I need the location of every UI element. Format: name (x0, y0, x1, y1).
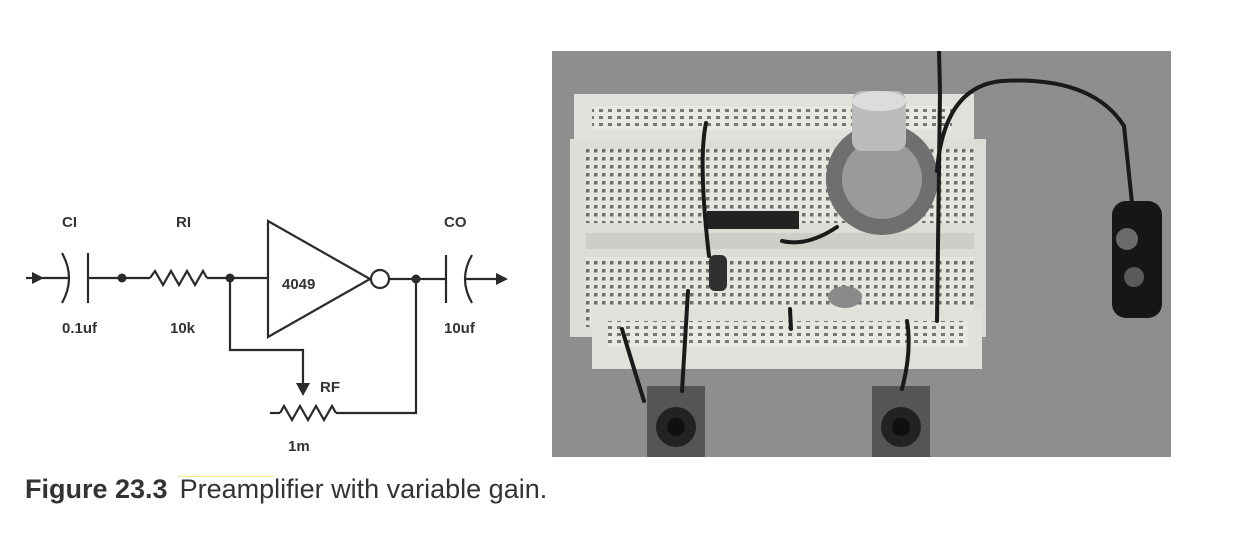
figure-number: Figure 23.3 (25, 474, 168, 504)
input-resistor-ri (122, 268, 230, 288)
input-capacitor-ci (61, 252, 122, 304)
output-jack (872, 386, 930, 457)
potentiometer (826, 91, 938, 235)
jumper-wires (620, 51, 1134, 403)
rf-name: RF (320, 379, 340, 396)
co-name: CO (444, 214, 467, 231)
highlight-mark (178, 476, 274, 477)
electrolytic-capacitor (709, 255, 727, 291)
ic-label: 4049 (282, 276, 315, 293)
figure-caption: Figure 23.3 Preamplifier with variable ga… (25, 474, 547, 505)
ri-value: 10k (170, 320, 196, 337)
ceramic-capacitor (828, 286, 862, 308)
ic-chip (707, 211, 799, 229)
co-value: 10uf (444, 320, 476, 337)
input-terminal (26, 272, 68, 284)
figure-caption-text: Preamplifier with variable gain. (179, 474, 548, 504)
rf-value: 1m (288, 438, 310, 455)
breadboard-photo (552, 51, 1171, 457)
battery-clip (1112, 201, 1162, 318)
feedback-resistor-rf (228, 278, 418, 423)
ci-name: CI (62, 214, 77, 231)
output-capacitor-co (416, 254, 508, 304)
ri-name: RI (176, 214, 191, 231)
ci-value: 0.1uf (62, 320, 98, 337)
input-jack (647, 386, 705, 457)
circuit-schematic: CI 0.1uf RI 10k 4049 CO 10uf RF 1m (26, 214, 508, 455)
